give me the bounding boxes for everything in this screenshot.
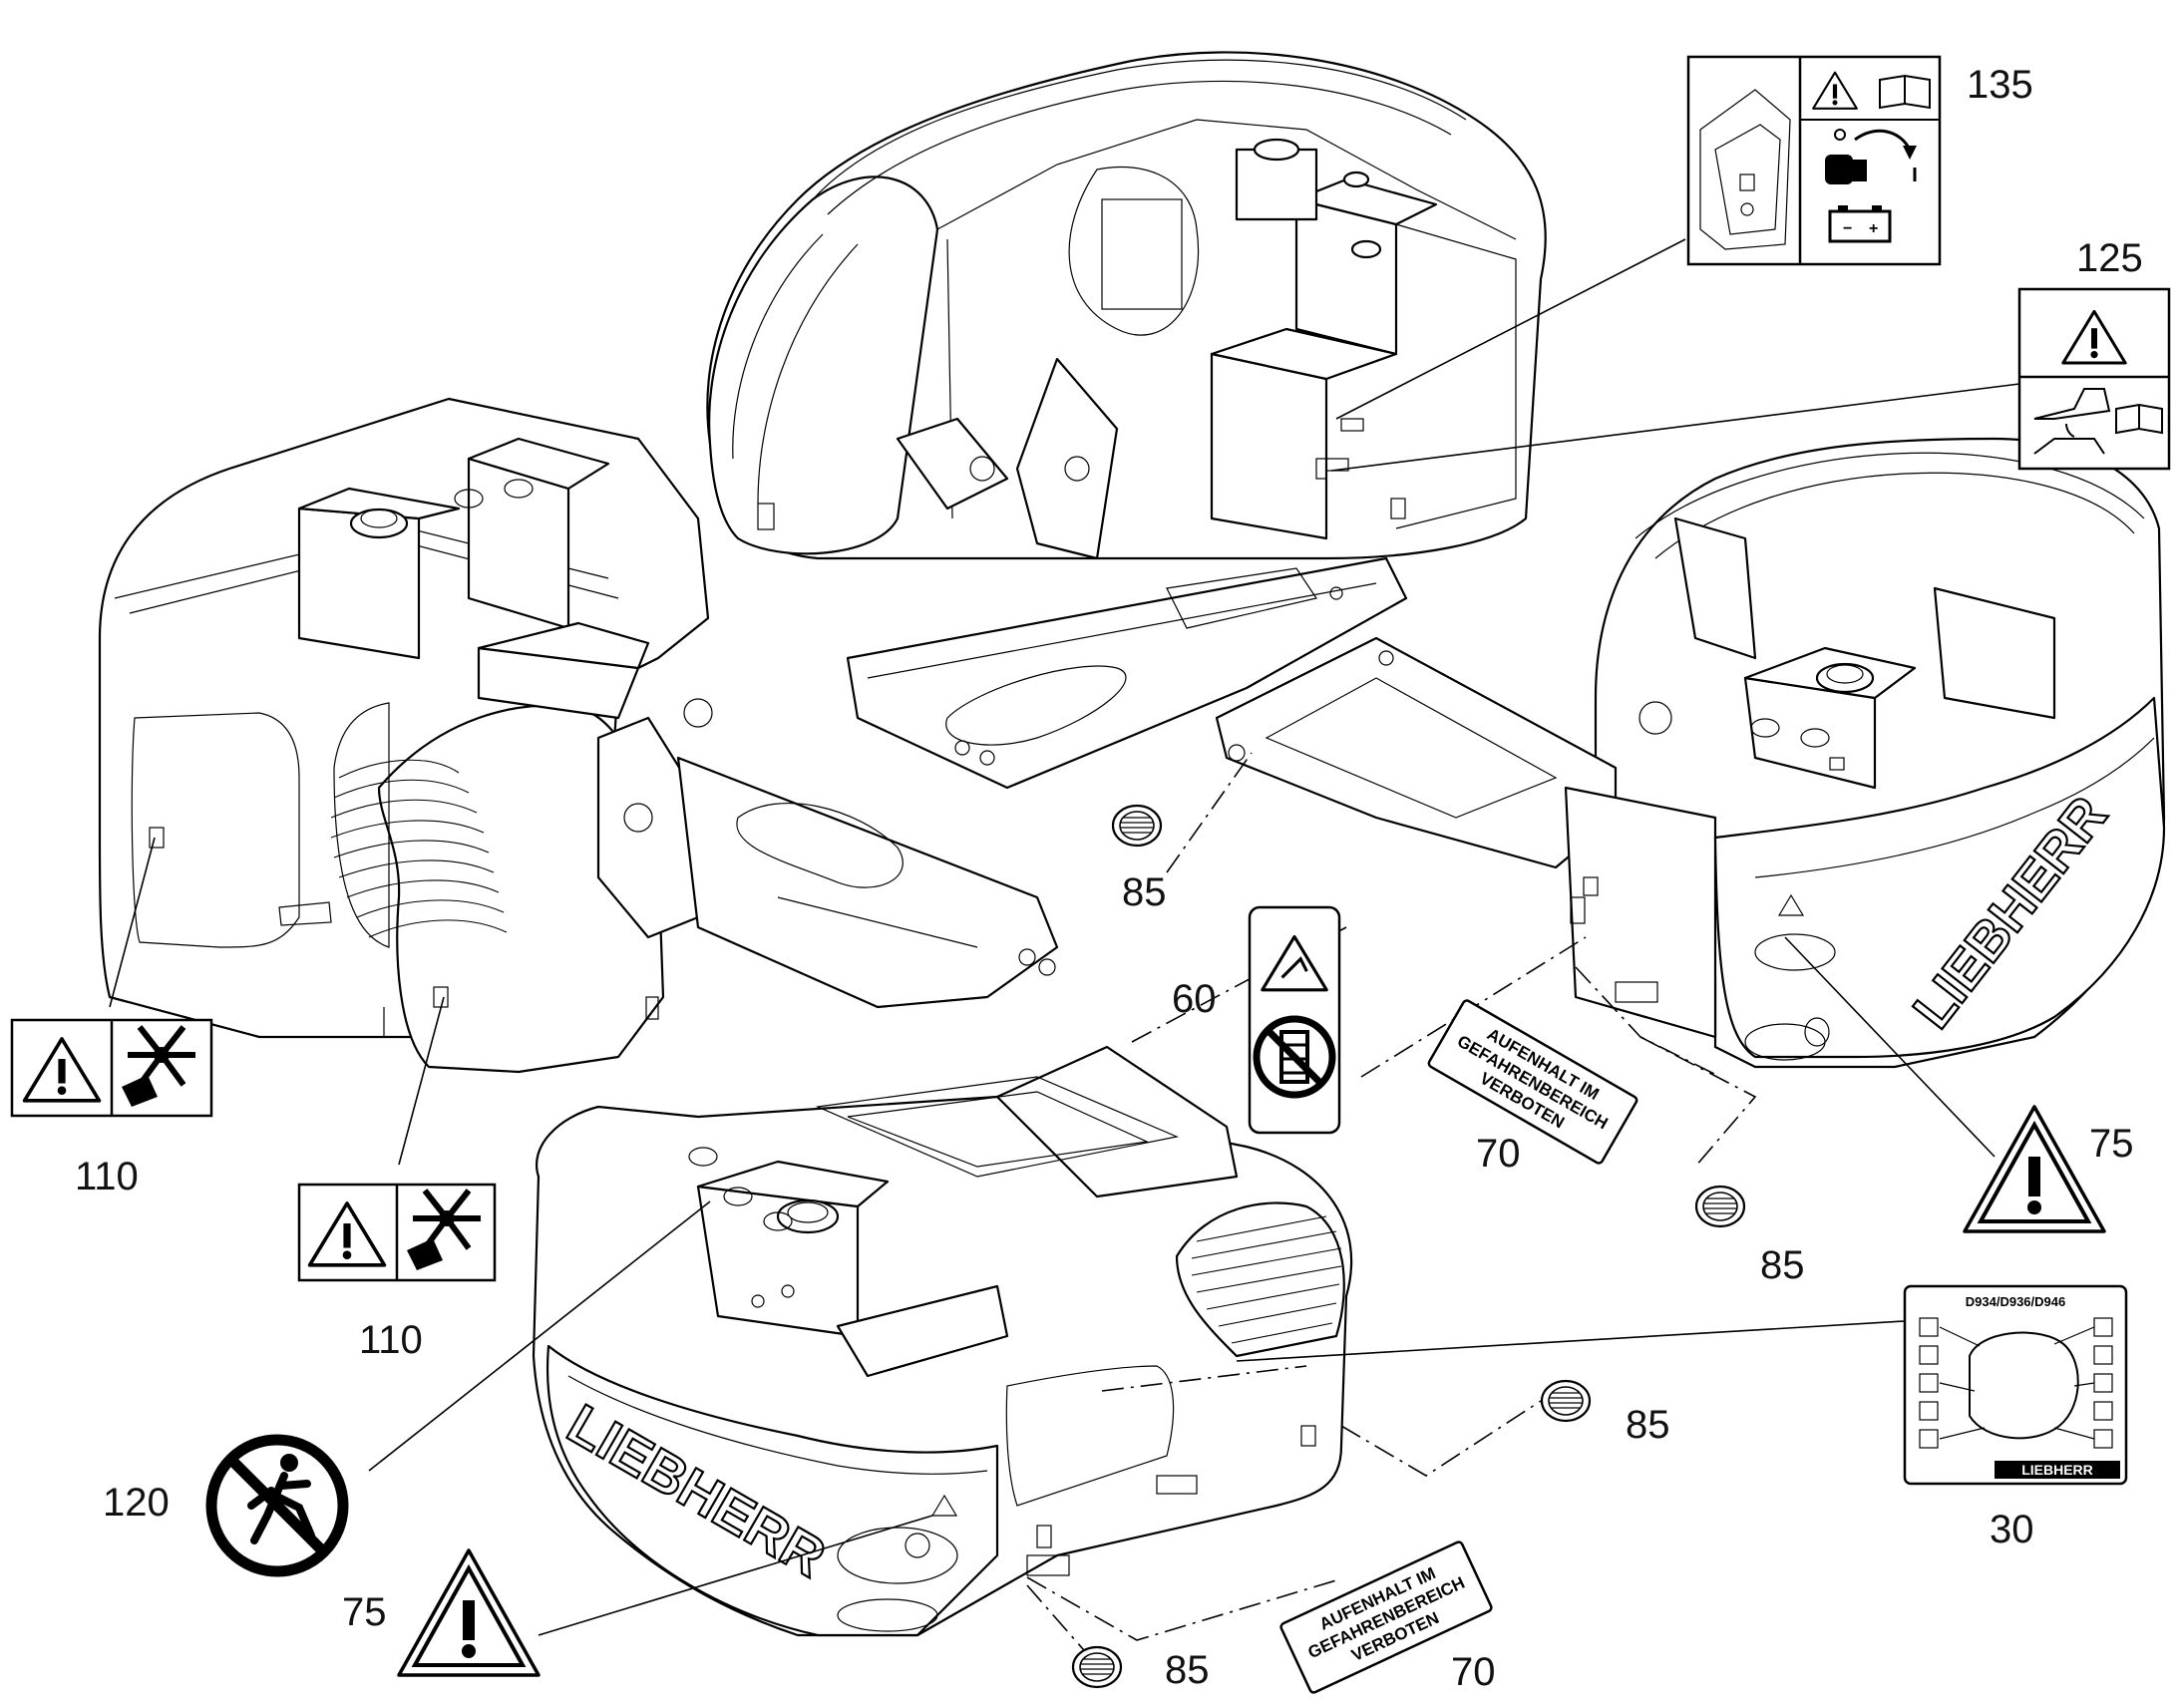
decal-110-left xyxy=(10,1018,213,1118)
machine-view-left xyxy=(98,397,1059,1074)
manual-book-icon xyxy=(2115,403,2163,435)
callout-70-upper: 70 xyxy=(1476,1132,1521,1176)
leader-lines xyxy=(109,238,2020,1666)
no-climbing-icon xyxy=(1253,1015,1336,1099)
machine-view-bottom-center: LIEBHERR xyxy=(532,1045,1353,1637)
callout-110-middle: 110 xyxy=(359,1318,423,1362)
decal-30-header: D934/D936/D946 xyxy=(1966,1294,2065,1309)
grille-hatch-bottom xyxy=(1191,1215,1342,1344)
decal-60 xyxy=(1248,905,1341,1135)
decal-135: − + xyxy=(1686,55,1942,266)
grommet-85-d xyxy=(1071,1645,1123,1689)
callout-30: 30 xyxy=(1990,1508,2034,1551)
decal-75-bottom xyxy=(397,1548,541,1677)
callout-75-bottom: 75 xyxy=(342,1590,387,1634)
decal-30-brand: LIEBHERR xyxy=(2021,1462,2093,1478)
callout-85-c: 85 xyxy=(1626,1403,1670,1447)
no-pedestrian-icon xyxy=(247,1454,315,1544)
callout-60: 60 xyxy=(1172,977,1217,1021)
manual-book-icon xyxy=(1879,74,1931,110)
callout-85-a: 85 xyxy=(1122,870,1167,914)
callout-75-right: 75 xyxy=(2089,1122,2134,1166)
decal-75-right xyxy=(1963,1105,2106,1233)
callout-85-b: 85 xyxy=(1760,1243,1805,1287)
rotating-fan-icon xyxy=(407,1189,481,1270)
svg-text:+: + xyxy=(1869,220,1878,237)
callout-110-left: 110 xyxy=(75,1155,139,1198)
grommet-85-b xyxy=(1694,1185,1746,1228)
machine-view-top-center xyxy=(706,51,1547,790)
decal-30: D934/D936/D946 LIEBHERR xyxy=(1903,1284,2128,1486)
callout-135: 135 xyxy=(1967,63,2033,107)
decal-110-middle xyxy=(297,1183,497,1282)
rotating-fan-icon xyxy=(122,1025,195,1107)
callout-85-d: 85 xyxy=(1165,1648,1210,1692)
warning-triangle-icon xyxy=(1261,934,1328,992)
grommet-85-a xyxy=(1111,804,1163,848)
decal-70-lower: AUFENHALT IM GEFAHRENBEREICH VERBOTEN xyxy=(1279,1540,1493,1694)
callout-125: 125 xyxy=(2076,236,2143,280)
decal-70-upper: AUFENHALT IM GEFAHRENBEREICH VERBOTEN xyxy=(1427,999,1638,1165)
svg-text:−: − xyxy=(1843,220,1852,237)
decal-125 xyxy=(2017,287,2171,471)
battery-switch-icon: − + xyxy=(1825,129,1917,243)
grommet-85-c xyxy=(1540,1379,1592,1423)
grille-hatch xyxy=(330,759,508,938)
callout-120: 120 xyxy=(103,1481,170,1525)
decal-120 xyxy=(205,1434,349,1577)
callout-70-lower: 70 xyxy=(1451,1650,1496,1694)
